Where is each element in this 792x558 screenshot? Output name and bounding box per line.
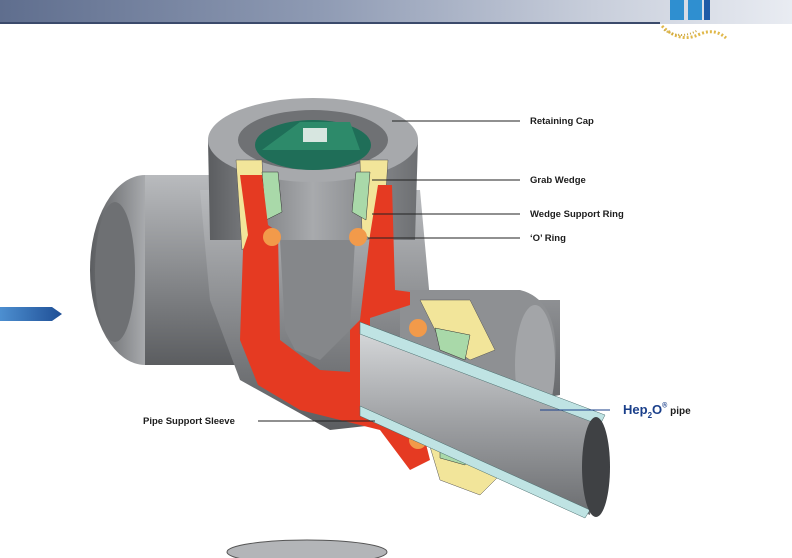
label-pipe-support-sleeve: Pipe Support Sleeve xyxy=(143,416,235,427)
pipe-brand-o: O xyxy=(652,402,663,417)
pipe-brand-registered: ® xyxy=(662,402,668,410)
header-rule xyxy=(0,22,660,24)
pipe xyxy=(359,321,610,519)
leader-lines xyxy=(258,120,610,422)
company-logo-icon xyxy=(660,0,728,40)
label-retaining-cap: Retaining Cap xyxy=(530,116,594,127)
next-fitting-partial xyxy=(226,539,388,558)
label-grab-wedge: Grab Wedge xyxy=(530,175,586,186)
pipe-suffix: pipe xyxy=(667,406,691,417)
pipe-brand-subscript: 2 xyxy=(647,411,653,421)
page-arrow-icon xyxy=(0,307,62,321)
grab-wedge xyxy=(261,171,371,221)
page-header-bar xyxy=(0,0,792,24)
pipe-support-sleeve xyxy=(240,175,430,470)
label-o-ring: ‘O’ Ring xyxy=(530,233,566,244)
pipe-brand-name: Hep xyxy=(623,402,648,417)
label-pipe: Hep2O® pipe xyxy=(623,401,691,420)
label-wedge-support-ring: Wedge Support Ring xyxy=(530,209,624,220)
